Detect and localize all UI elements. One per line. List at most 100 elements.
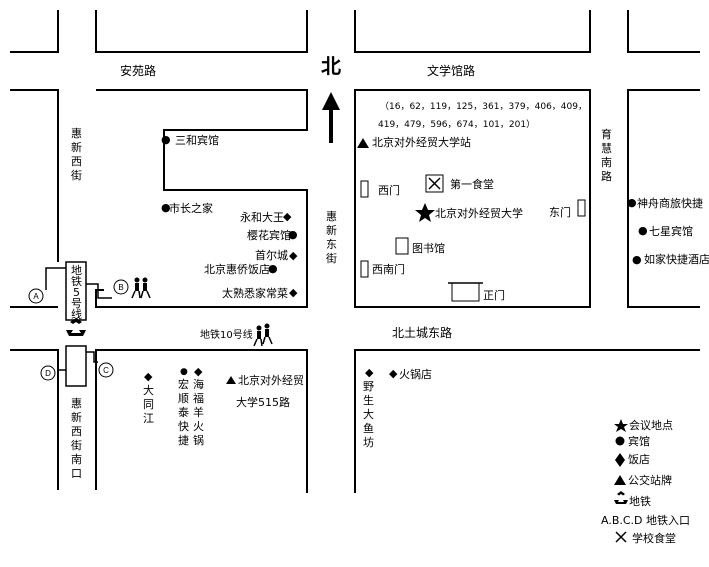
block-outline-top-mid-left — [95, 10, 308, 53]
entrance-c-passage — [86, 351, 98, 363]
taishu-marker: ◆ — [289, 286, 298, 299]
legend-meeting: 会议地点 — [629, 419, 673, 432]
datongjiang-marker: ◆ — [144, 370, 153, 383]
legend-canteen-icon — [615, 531, 627, 543]
yonghe-marker: ◆ — [283, 210, 292, 223]
hongshuntai-label: 宏顺泰快捷 — [178, 378, 189, 447]
rujia-marker: ● — [632, 253, 642, 266]
bus515-label-2: 大学515路 — [236, 396, 290, 409]
entrance-d-circle — [40, 365, 56, 381]
legend-star-icon — [614, 419, 628, 432]
rujia-label: 如家快捷酒店 — [644, 253, 709, 266]
block-outline-university — [354, 89, 591, 308]
entrance-b-circle — [113, 279, 129, 295]
legend-hotel: 宾馆 — [628, 435, 650, 448]
road-wenxueguan: 文学馆路 — [427, 64, 476, 78]
block-outline-central-west — [95, 89, 308, 308]
southwest-gate-icon — [360, 260, 369, 278]
bus-routes-line1: （16，62，119，125，361，379，406，409， — [380, 102, 587, 112]
pedestrian-icon-line10 — [253, 323, 273, 347]
west-gate-label: 西门 — [378, 184, 400, 197]
legend-canteen: 学校食堂 — [632, 532, 676, 545]
entrance-c-label: C — [103, 366, 109, 375]
shenzhou-marker: ● — [627, 196, 637, 209]
west-gate-icon — [360, 180, 369, 198]
entrance-b-label: B — [118, 283, 123, 292]
haifuyang-label: 海福羊火锅 — [193, 378, 204, 447]
shenzhou-label: 神舟商旅快捷 — [637, 197, 703, 210]
road-beituchengdong: 北土城东路 — [392, 326, 453, 340]
east-gate-label: 东门 — [549, 206, 571, 219]
bus515-label: 北京对外经贸 — [238, 374, 304, 387]
huiqiao-hotel-label: 北京惠侨饭店 — [204, 263, 270, 276]
entrance-c-circle — [98, 362, 114, 378]
legend-hotel-icon — [615, 436, 625, 446]
meeting-star-icon — [415, 203, 435, 222]
road-huixin-west: 惠新西街 — [71, 127, 82, 182]
bus-stop-uibe-icon — [357, 138, 369, 148]
legend-restaurant-icon — [615, 453, 625, 467]
sanhe-hotel-marker: ● — [161, 133, 171, 146]
entrance-a-circle — [28, 288, 44, 304]
entrance-d-passage — [57, 369, 66, 378]
east-gate-icon — [577, 199, 586, 217]
canteen1-label: 第一食堂 — [450, 178, 494, 191]
seoul-city-label: 首尔城 — [255, 249, 288, 262]
main-gate-icon — [451, 282, 480, 302]
legend-bus-icon — [614, 475, 626, 485]
block-outline-topleft — [10, 10, 59, 53]
library-label: 图书馆 — [412, 242, 445, 255]
bus-stop-uibe-label: 北京对外经贸大学站 — [372, 136, 471, 149]
road-yuhui-south: 育慧南路 — [601, 128, 612, 183]
entrance-a-label: A — [33, 292, 39, 301]
subway-line10-label: 地铁10号线 — [200, 330, 253, 341]
north-label: 北 — [321, 54, 341, 78]
block-outline-bottom-mid — [95, 349, 308, 493]
mayors-home-marker: ● — [161, 201, 171, 214]
library-icon — [395, 237, 409, 255]
sakura-hotel-marker: ● — [288, 228, 298, 241]
subway-line5-label: 地铁5号线 — [71, 264, 82, 321]
legend-subway: 地铁 — [629, 495, 651, 508]
seoul-city-marker: ◆ — [289, 249, 298, 262]
road-huixin-east: 惠新东街 — [326, 210, 337, 265]
sanhe-hotel-label: 三和宾馆 — [175, 134, 219, 147]
sakura-hotel-label: 樱花宾馆 — [247, 229, 291, 242]
bus-routes-line2: 419，479，596，674，101，201） — [378, 120, 536, 130]
datongjiang-label: 大同江 — [143, 384, 154, 425]
haifuyang-marker: ◆ — [194, 365, 203, 378]
yonghe-label: 永和大王 — [240, 211, 284, 224]
taishu-label: 太熟悉家常菜 — [222, 287, 288, 300]
block-outline-left — [10, 89, 59, 262]
southwest-gate-label: 西南门 — [372, 263, 405, 276]
qixing-label: 七星宾馆 — [649, 225, 693, 238]
legend-bus-sign: 公交站牌 — [628, 474, 672, 487]
north-arrow-icon — [322, 92, 340, 143]
uibe-label: 北京对外经贸大学 — [435, 207, 523, 220]
qixing-marker: ● — [638, 224, 648, 237]
hongshuntai-marker: ● — [180, 367, 188, 377]
huiqiao-hotel-marker: ● — [268, 262, 278, 275]
block-outline-bottom-right — [354, 349, 700, 493]
block-outline-topright — [627, 10, 700, 53]
bus515-icon — [226, 376, 236, 384]
wild-fish-marker: ◆ — [365, 366, 374, 379]
road-huixin-west-south-exit: 惠新西街南口 — [71, 397, 82, 480]
wild-fish-label: 野生大鱼坊 — [363, 380, 374, 449]
road-anyuan: 安苑路 — [120, 64, 157, 78]
legend-recycle-icon — [614, 491, 628, 504]
entrance-a-passage — [45, 267, 66, 290]
block-outline-top-mid-right — [354, 10, 591, 53]
main-gate-label: 正门 — [483, 289, 505, 302]
subway-line5-track-south — [65, 345, 87, 387]
legend-subway-entrance: A.B.C.D 地铁入口 — [601, 514, 691, 527]
block-outline-bottom-left — [10, 349, 59, 490]
pedestrian-icon-b — [131, 277, 151, 299]
canteen-icon — [425, 174, 444, 193]
recycle-icon — [66, 318, 86, 336]
hotpot-marker: ◆ — [389, 367, 398, 380]
hotpot-label: 火锅店 — [399, 368, 432, 381]
mayors-home-label: 市长之家 — [169, 202, 213, 215]
entrance-d-label: D — [45, 369, 51, 378]
